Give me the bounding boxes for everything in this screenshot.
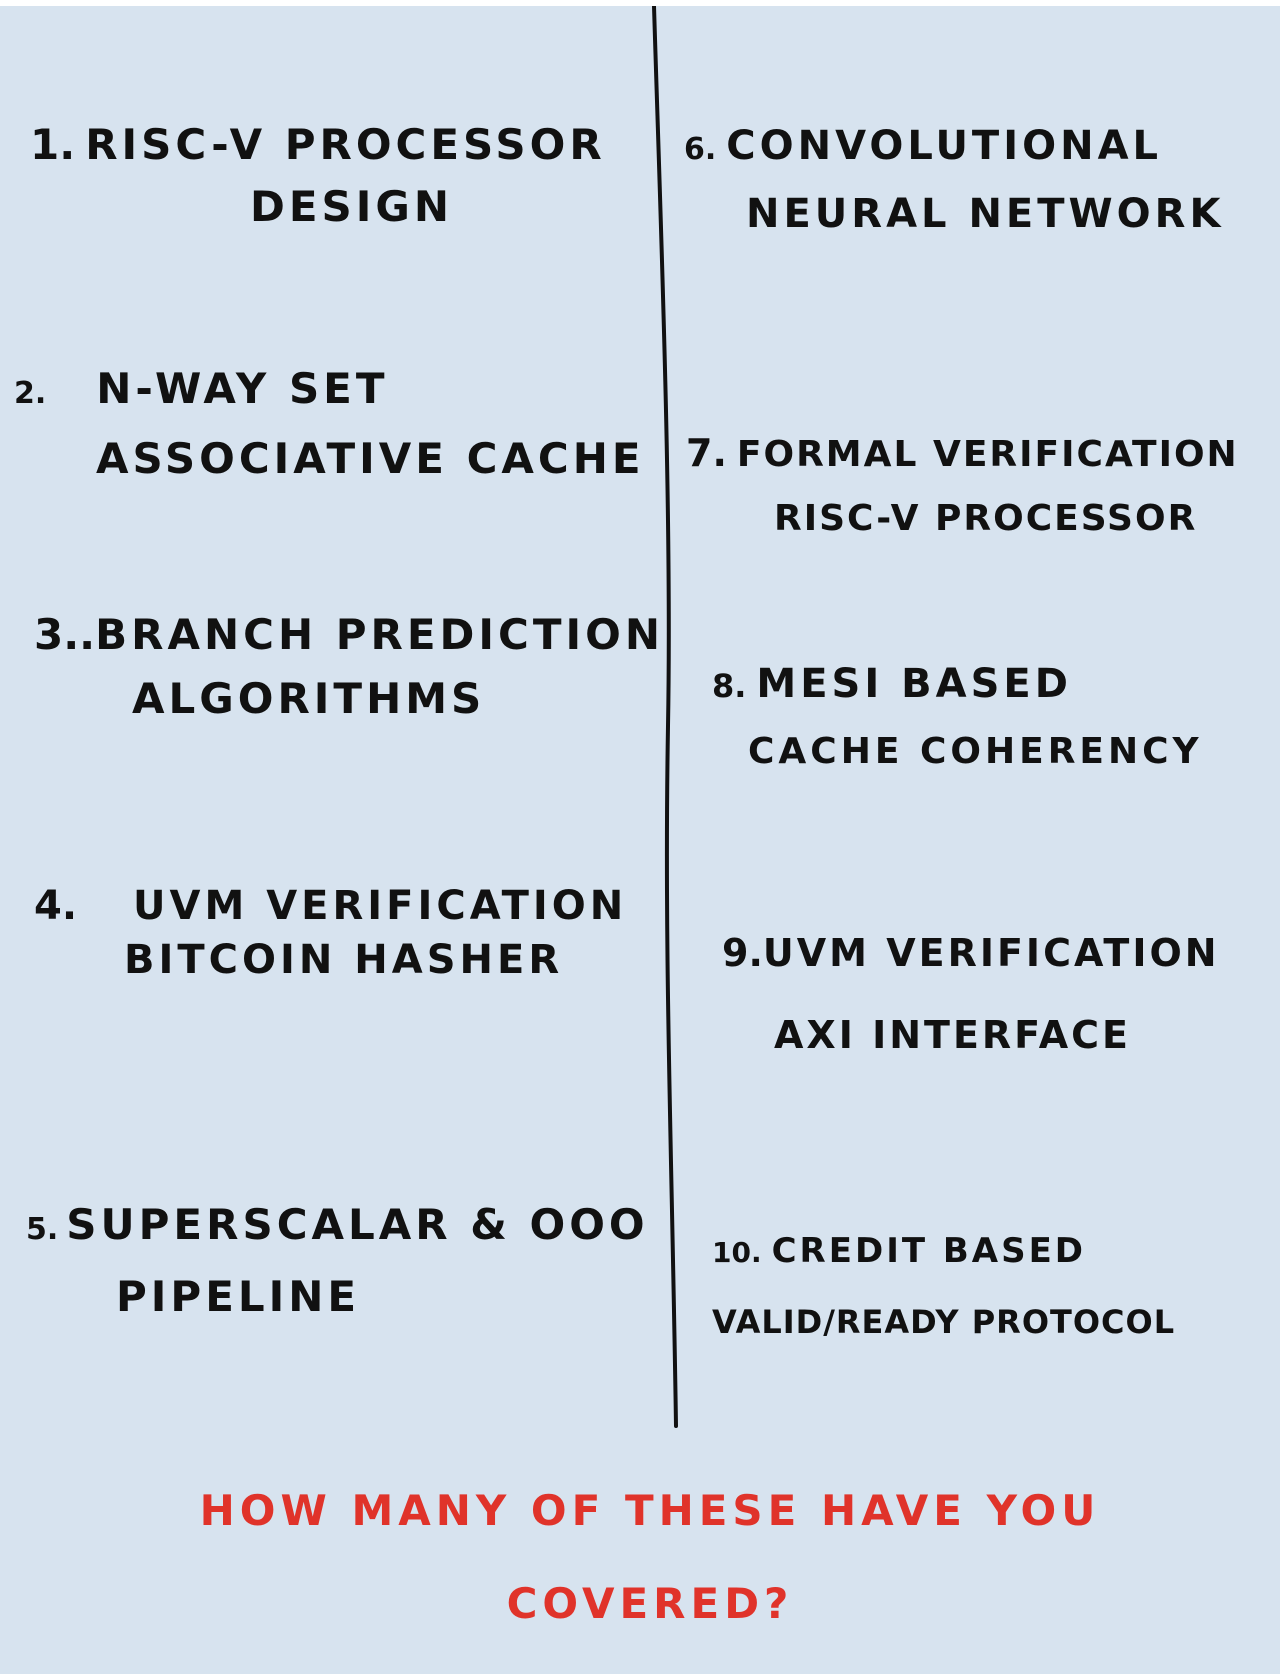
item-number: 10.	[712, 1236, 762, 1269]
item-title-line1: UVM VERIFICATION	[762, 931, 1220, 975]
item-number: 8.	[712, 667, 747, 705]
list-item-10: 10. CREDIT BASED VALID/READY PROTOCOL	[712, 1234, 1175, 1338]
item-title-line1: RISC-V PROCESSOR	[85, 120, 606, 169]
item-title-line1: CREDIT BASED	[771, 1231, 1087, 1271]
list-item-4: 4. UVM VERIFICATION BITCOIN HASHER	[34, 886, 627, 980]
item-title-line1: FORMAL VERIFICATION	[736, 434, 1239, 475]
note-sheet: 1.RISC-V PROCESSOR DESIGN 2.N-WAY SET AS…	[0, 6, 1280, 1674]
list-item-2: 2.N-WAY SET ASSOCIATIVE CACHE	[14, 368, 645, 480]
item-number: 5.	[26, 1212, 59, 1247]
list-item-3: 3..BRANCH PREDICTION ALGORITHMS	[34, 614, 664, 720]
item-title-line1: SUPERSCALAR & OoO	[66, 1200, 649, 1249]
item-number: 7.	[686, 431, 727, 475]
footer-line2: COVERED?	[506, 1579, 794, 1628]
item-number: 3..	[34, 610, 96, 659]
list-item-8: 8.MESI BASED CACHE COHERENCY	[712, 664, 1203, 770]
item-number: 1.	[30, 120, 76, 169]
item-title-line2: RISC-V PROCESSOR	[774, 498, 1198, 539]
item-title-line1: MESI BASED	[756, 661, 1072, 707]
item-title-line2: DESIGN	[250, 182, 454, 231]
item-title-line1: UVM VERIFICATION	[133, 883, 628, 929]
list-item-7: 7.FORMAL VERIFICATION RISC-V PROCESSOR	[686, 434, 1239, 537]
item-title-line1: N-WAY SET	[96, 364, 389, 413]
item-title-line2: ALGORITHMS	[132, 674, 486, 723]
item-title-line2: PIPELINE	[116, 1272, 361, 1321]
item-title-line2: CACHE COHERENCY	[748, 731, 1203, 772]
list-item-9: 9.UVM VERIFICATION AXI INTERFACE	[722, 934, 1220, 1054]
list-item-5: 5.SUPERSCALAR & OoO PIPELINE	[26, 1204, 649, 1318]
list-item-1: 1.RISC-V PROCESSOR DESIGN	[30, 124, 606, 228]
list-item-6: 6. CONVOLUTIONAL NEURAL NETWORK	[684, 126, 1224, 234]
vertical-divider	[652, 6, 678, 1428]
item-number: 4.	[34, 883, 78, 929]
item-title-line2: ASSOCIATIVE CACHE	[96, 434, 645, 483]
item-title-line2: AXI INTERFACE	[774, 1013, 1132, 1057]
item-title-line2: NEURAL NETWORK	[746, 191, 1225, 237]
item-number: 2.	[14, 376, 47, 411]
item-title-line2: VALID/READY PROTOCOL	[712, 1303, 1176, 1341]
item-title-line2: BITCOIN HASHER	[124, 937, 564, 983]
item-number: 6.	[684, 132, 717, 167]
item-number: 9.	[722, 931, 763, 975]
item-title-line1: CONVOLUTIONAL	[726, 123, 1163, 169]
footer-question: HOW MANY OF THESE HAVE YOU COVERED?	[0, 1486, 1280, 1628]
item-title-line1: BRANCH PREDICTION	[95, 610, 665, 659]
footer-line1: HOW MANY OF THESE HAVE YOU	[199, 1486, 1101, 1535]
